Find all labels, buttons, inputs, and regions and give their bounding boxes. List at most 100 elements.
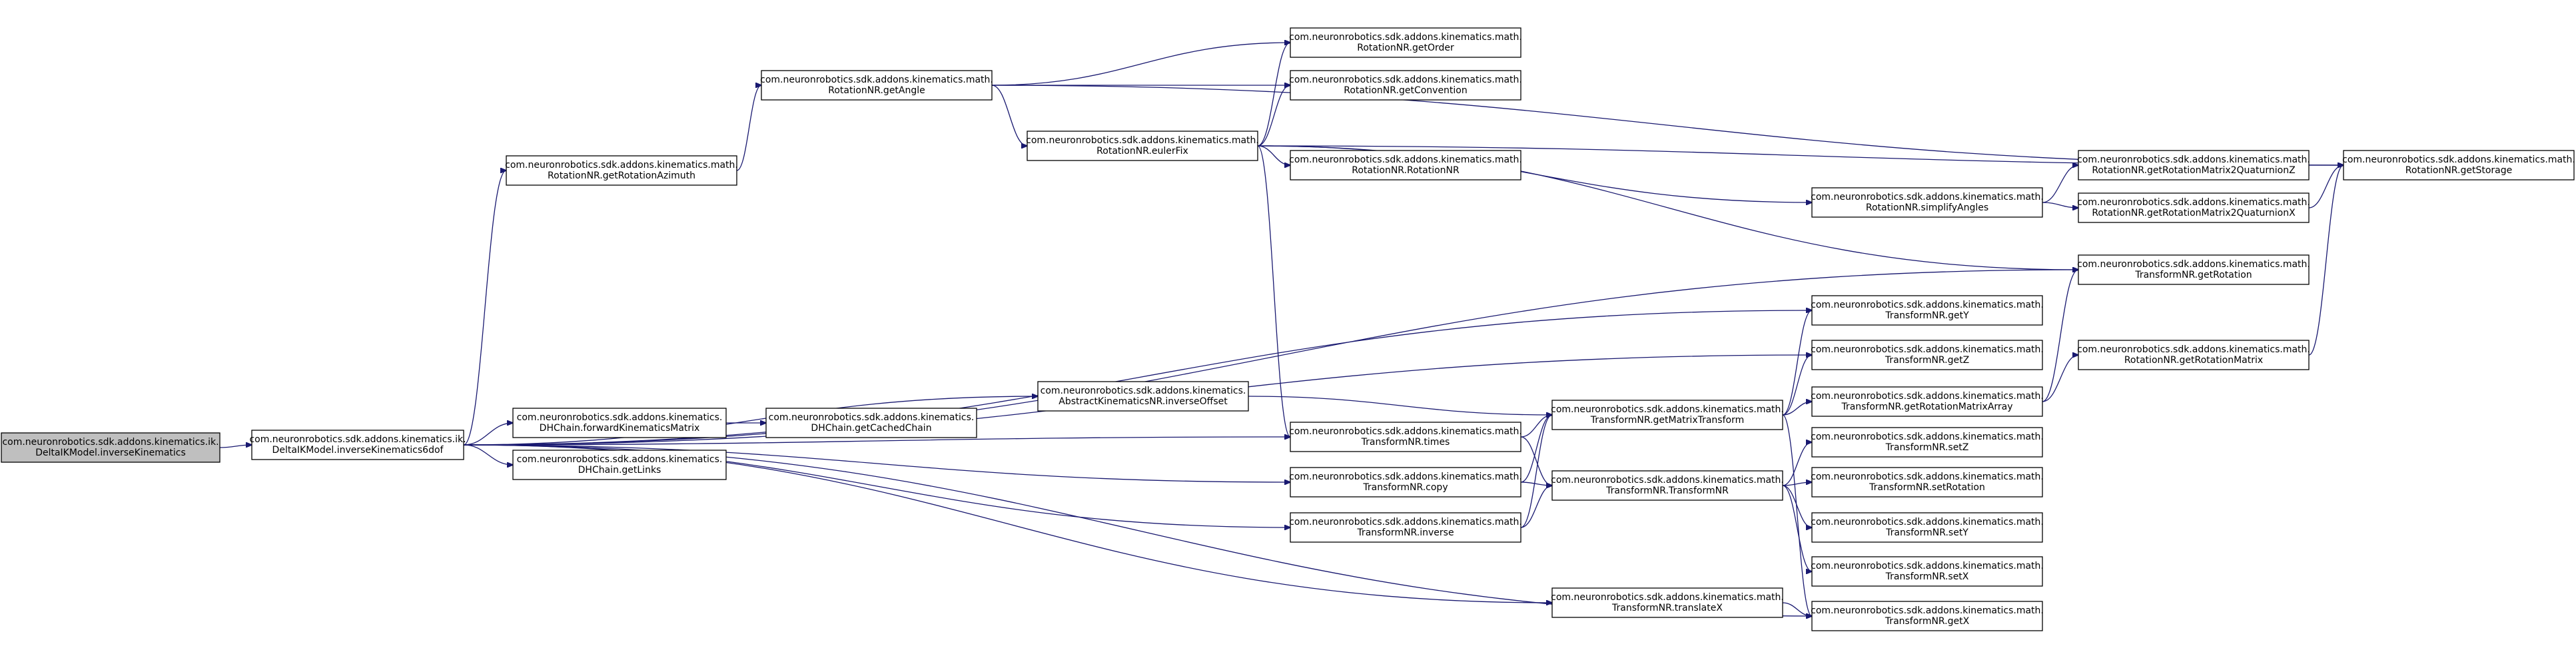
node-label-line: RotationNR.RotationNR	[1352, 165, 1460, 176]
node-rotnr[interactable]: com.neuronrobotics.sdk.addons.kinematics…	[1289, 150, 1522, 180]
node-box	[1290, 467, 1521, 498]
node-box	[765, 408, 977, 438]
edge-line	[991, 43, 1290, 86]
node-simplify[interactable]: com.neuronrobotics.sdk.addons.kinematics…	[1811, 187, 2044, 218]
node-box	[1290, 70, 1521, 101]
node-sety[interactable]: com.neuronrobotics.sdk.addons.kinematics…	[1811, 512, 2044, 543]
node-label-line: com.neuronrobotics.sdk.addons.kinematics…	[1551, 475, 1784, 486]
node-setrot[interactable]: com.neuronrobotics.sdk.addons.kinematics…	[1811, 467, 2044, 498]
edge-tNR-to-setRot	[1782, 482, 1812, 486]
node-tgetz[interactable]: com.neuronrobotics.sdk.addons.kinematics…	[1811, 340, 2044, 370]
node-links[interactable]: com.neuronrobotics.sdk.addons.kinematics…	[512, 450, 727, 480]
node-label-line: TransformNR.getRotationMatrixArray	[1841, 402, 2012, 412]
node-label-line: com.neuronrobotics.sdk.addons.kinematics…	[1811, 561, 2044, 571]
node-setz[interactable]: com.neuronrobotics.sdk.addons.kinematics…	[1811, 427, 2044, 458]
node-label-line: com.neuronrobotics.sdk.addons.kinematics…	[517, 454, 723, 465]
edge-quatX-to-storage	[2308, 165, 2344, 208]
node-getrotaz[interactable]: com.neuronrobotics.sdk.addons.kinematics…	[505, 155, 738, 186]
node-box	[512, 450, 727, 480]
node-rotmat[interactable]: com.neuronrobotics.sdk.addons.kinematics…	[2077, 340, 2310, 370]
node-getconv[interactable]: com.neuronrobotics.sdk.addons.kinematics…	[1289, 70, 1522, 101]
node-box	[1551, 587, 1783, 618]
node-quatx[interactable]: com.neuronrobotics.sdk.addons.kinematics…	[2077, 192, 2310, 223]
node-label-line: DHChain.forwardKinematicsMatrix	[540, 423, 700, 434]
node-eulerfix[interactable]: com.neuronrobotics.sdk.addons.kinematics…	[1026, 131, 1259, 161]
node-storage[interactable]: com.neuronrobotics.sdk.addons.kinematics…	[2342, 150, 2575, 180]
node-tinverse[interactable]: com.neuronrobotics.sdk.addons.kinematics…	[1289, 512, 1522, 543]
node-rotmatarr[interactable]: com.neuronrobotics.sdk.addons.kinematics…	[1811, 386, 2044, 417]
node-label-line: TransformNR.getZ	[1885, 355, 1969, 366]
node-setx[interactable]: com.neuronrobotics.sdk.addons.kinematics…	[1811, 556, 2044, 587]
node-transx[interactable]: com.neuronrobotics.sdk.addons.kinematics…	[1551, 587, 1784, 618]
edge-line	[463, 170, 506, 446]
edge-inv6-to-getRotAz	[463, 170, 506, 446]
node-box	[2078, 254, 2310, 285]
node-label-line: com.neuronrobotics.sdk.addons.kinematics…	[2342, 155, 2575, 165]
node-box	[1811, 467, 2043, 498]
node-box	[1811, 427, 2043, 458]
edge-getAngle-to-eulerFix	[991, 85, 1027, 146]
node-label-line: com.neuronrobotics.sdk.addons.kinematics…	[1811, 472, 2044, 482]
edge-inv6-to-invOffset	[463, 396, 1038, 446]
node-root: com.neuronrobotics.sdk.addons.kinematics…	[1, 432, 220, 463]
node-label-line: RotationNR.getRotationMatrix	[2124, 355, 2263, 366]
edge-line	[1782, 355, 1812, 416]
node-box	[1290, 512, 1521, 543]
node-inv6[interactable]: com.neuronrobotics.sdk.addons.kinematics…	[249, 430, 466, 460]
edge-line	[1782, 414, 1812, 616]
node-tgety[interactable]: com.neuronrobotics.sdk.addons.kinematics…	[1811, 295, 2044, 326]
node-label-line: com.neuronrobotics.sdk.addons.kinematics…	[1811, 391, 2044, 402]
edge-line	[1520, 436, 1552, 486]
node-tgetrot[interactable]: com.neuronrobotics.sdk.addons.kinematics…	[2077, 254, 2310, 285]
node-quatz[interactable]: com.neuronrobotics.sdk.addons.kinematics…	[2077, 150, 2310, 180]
node-label-line: com.neuronrobotics.sdk.addons.kinematics…	[769, 412, 975, 423]
node-box	[1811, 295, 2043, 326]
node-box	[512, 408, 727, 438]
node-box	[251, 430, 464, 460]
node-label-line: DHChain.getCachedChain	[811, 423, 931, 434]
node-getorder[interactable]: com.neuronrobotics.sdk.addons.kinematics…	[1289, 27, 1522, 58]
node-invoffset[interactable]: com.neuronrobotics.sdk.addons.kinematics…	[1037, 381, 1249, 412]
node-label-line: com.neuronrobotics.sdk.addons.kinematics…	[1041, 386, 1246, 396]
node-copy[interactable]: com.neuronrobotics.sdk.addons.kinematics…	[1289, 467, 1522, 498]
node-box	[1037, 381, 1249, 412]
node-getangle[interactable]: com.neuronrobotics.sdk.addons.kinematics…	[760, 70, 993, 101]
node-label-line: TransformNR.copy	[1362, 482, 1448, 493]
node-box	[1290, 27, 1521, 58]
edge-line	[1257, 145, 1290, 165]
edge-matTrans-to-tGetY	[1782, 310, 1812, 416]
edge-line	[1520, 415, 1552, 528]
edge-tInverse-to-tNR	[1520, 486, 1552, 528]
edge-getAngle-to-getOrder	[991, 43, 1290, 86]
node-label-line: AbstractKinematicsNR.inverseOffset	[1059, 396, 1228, 407]
edge-inv6-to-times	[463, 437, 1290, 446]
node-tgetx[interactable]: com.neuronrobotics.sdk.addons.kinematics…	[1811, 601, 2044, 631]
edge-matTrans-to-tGetZ	[1782, 355, 1812, 416]
node-mattrans[interactable]: com.neuronrobotics.sdk.addons.kinematics…	[1551, 400, 1784, 430]
edge-line	[219, 445, 252, 448]
node-fwdkin[interactable]: com.neuronrobotics.sdk.addons.kinematics…	[512, 408, 727, 438]
node-label-line: com.neuronrobotics.sdk.addons.kinematics…	[517, 412, 723, 423]
edge-tInverse-to-matTrans	[1520, 415, 1552, 528]
node-label-line: RotationNR.getStorage	[2405, 165, 2512, 176]
node-box	[1811, 601, 2043, 631]
edge-line	[1782, 310, 1812, 416]
edge-line	[2042, 355, 2078, 402]
node-cached[interactable]: com.neuronrobotics.sdk.addons.kinematics…	[765, 408, 977, 438]
edge-tNR-to-setY	[1782, 485, 1812, 527]
node-box	[1811, 512, 2043, 543]
edge-line	[2308, 165, 2344, 356]
edge-inv6-to-fwdKin	[463, 423, 513, 446]
edge-inv6-to-copy	[463, 444, 1290, 482]
edge-line	[1257, 145, 1290, 437]
node-label-line: TransformNR.translateX	[1611, 603, 1723, 613]
node-box	[1811, 386, 2043, 417]
node-label-line: com.neuronrobotics.sdk.addons.kinematics…	[1289, 472, 1522, 482]
edge-line	[1257, 43, 1290, 147]
node-box	[1290, 422, 1521, 452]
node-tnr[interactable]: com.neuronrobotics.sdk.addons.kinematics…	[1551, 470, 1784, 501]
node-label-line: com.neuronrobotics.sdk.addons.kinematics…	[1551, 592, 1784, 603]
node-times[interactable]: com.neuronrobotics.sdk.addons.kinematics…	[1289, 422, 1522, 452]
node-label-line: TransformNR.getX	[1885, 616, 1970, 627]
node-box	[506, 155, 737, 186]
